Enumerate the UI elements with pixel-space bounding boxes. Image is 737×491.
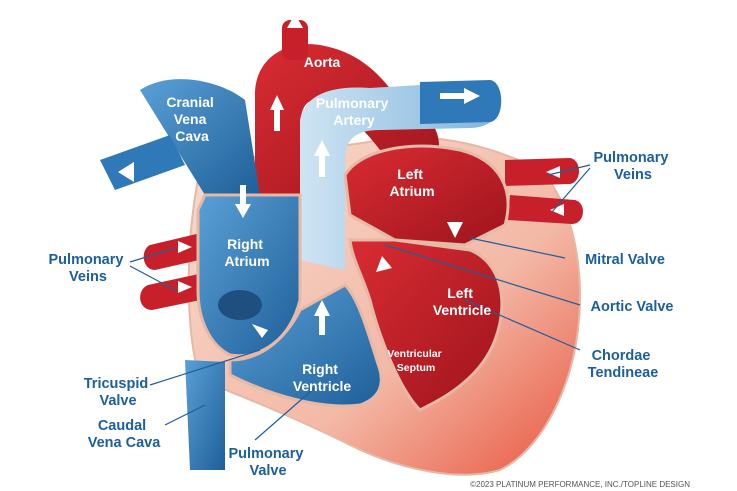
aorta-branch [282,20,308,60]
label-pulmonary-valve: Pulmonary Valve [229,446,308,479]
pulmonary-artery-vessel [300,82,500,270]
label-tricuspid-valve: Tricuspid Valve [84,376,153,409]
arrow-cranial-down-shaft [240,185,246,205]
arrow-pv-lower-left [178,281,192,293]
right-atrium-shadow [218,290,262,320]
arrow-aorta-up-shaft [274,109,280,131]
label-pulmonary-veins-right-2: Veins [614,167,652,183]
leader-pulmonary-veins-right-b [551,167,591,213]
right-atrium-chamber [196,193,302,358]
label-pulmonary-veins-right: Pulmonary Veins [594,150,673,183]
label-cranial-vena-cava-1: Cranial [166,94,213,110]
label-right-ventricle-1: Right [302,361,338,377]
label-left-ventricle-1: Left [447,285,473,301]
caudal-vena-cava-vessel [185,360,225,470]
label-left-atrium-2: Atrium [389,183,434,199]
arrow-aorta-top [287,14,303,28]
label-pulmonary-artery: Pulmonary Artery [316,95,392,128]
label-cranial-vena-cava: Cranial Vena Cava [166,94,217,144]
cranial-vena-cava-vessel [140,79,260,195]
arrow-pulmonary-up-shaft [319,155,325,177]
arrow-pulmonary-right [464,88,480,104]
aorta-vessel [255,44,440,201]
label-aorta: Aorta [304,54,341,70]
arrow-cranial-down [235,204,251,218]
label-left-atrium: Left Atrium [389,166,434,199]
leader-tricuspid [149,349,261,386]
label-right-ventricle-2: Ventricle [293,378,352,394]
label-right-atrium: Right Atrium [224,236,269,269]
label-cranial-vena-cava-3: Cava [175,128,209,144]
arrow-rv-up-shaft [319,315,325,335]
leader-pulmonary-valve [254,384,319,441]
arrow-pv-upper-left [178,241,192,253]
label-aortic-valve: Aortic Valve [590,299,673,315]
label-pulmonary-valve-2: Valve [249,463,286,479]
leader-mitral-valve [469,237,566,259]
credit-text: ©2023 PLATINUM PERFORMANCE, INC./TOPLINE… [470,480,690,489]
pulmonary-vein-lower-right [508,195,583,224]
label-chordae-tendineae-2: Tendineae [588,365,659,381]
label-tricuspid-valve-1: Tricuspid [84,376,148,392]
cranial-vena-cava-branch [100,135,185,190]
leader-pulmonary-veins-right-a [547,164,591,176]
arrow-aorta-up [270,95,284,110]
arrow-la-down [447,222,463,238]
label-left-ventricle: Left Ventricle [433,285,492,318]
label-chordae-tendineae: Chordae Tendineae [588,348,659,381]
left-atrium-chamber [343,144,510,247]
pulmonary-artery-branch [420,80,502,124]
label-right-atrium-1: Right [227,236,263,252]
label-pulmonary-veins-right-1: Pulmonary [594,150,669,166]
flow-arrows [118,14,564,338]
pulmonary-vein-upper-left [143,232,208,270]
arrow-lv-up [376,256,392,272]
label-left-ventricle-2: Ventricle [433,302,492,318]
label-caudal-vena-cava-1: Caudal [98,418,146,434]
left-ventricle-chamber [348,238,504,412]
arrow-atrium-curve [252,324,268,338]
label-mitral-valve: Mitral Valve [585,252,665,268]
arrow-pv-upper-right [546,166,560,178]
leader-aortic-valve [384,244,581,306]
leader-lines [129,164,591,441]
pulmonary-vein-upper-right [505,158,579,186]
label-ventricular-septum-1: Ventricular [387,348,441,360]
label-tricuspid-valve-2: Valve [99,393,136,409]
label-caudal-vena-cava-2: Vena Cava [88,435,161,451]
label-pulmonary-veins-left-2: Veins [69,269,107,285]
label-pulmonary-artery-2: Artery [333,112,374,128]
label-pulmonary-artery-1: Pulmonary [316,95,389,111]
arrow-rv-up [314,300,330,316]
label-ventricular-septum: Ventricular Septum [387,348,444,374]
label-ventricular-septum-2: Septum [397,362,436,374]
label-cranial-vena-cava-2: Vena [174,111,207,127]
label-chordae-tendineae-1: Chordae [592,348,651,364]
label-pulmonary-veins-left: Pulmonary Veins [49,252,128,285]
leader-pulmonary-veins-left-a [129,247,176,263]
label-pulmonary-valve-1: Pulmonary [229,446,304,462]
arrow-cranial-left [118,162,134,182]
arrow-pv-lower-right [550,204,564,216]
label-right-atrium-2: Atrium [224,253,269,269]
pulmonary-vein-lower-left [140,272,210,310]
label-left-atrium-1: Left [397,166,423,182]
label-right-ventricle: Right Ventricle [293,361,352,394]
leader-chordae [464,299,581,351]
arrow-pulmonary-right-shaft [440,93,465,99]
leader-pulmonary-veins-left-b [129,265,176,291]
arrow-pulmonary-up [314,140,330,156]
label-caudal-vena-cava: Caudal Vena Cava [88,418,161,451]
label-pulmonary-veins-left-1: Pulmonary [49,252,124,268]
right-ventricle-chamber [228,283,383,408]
leader-caudal [164,404,206,426]
